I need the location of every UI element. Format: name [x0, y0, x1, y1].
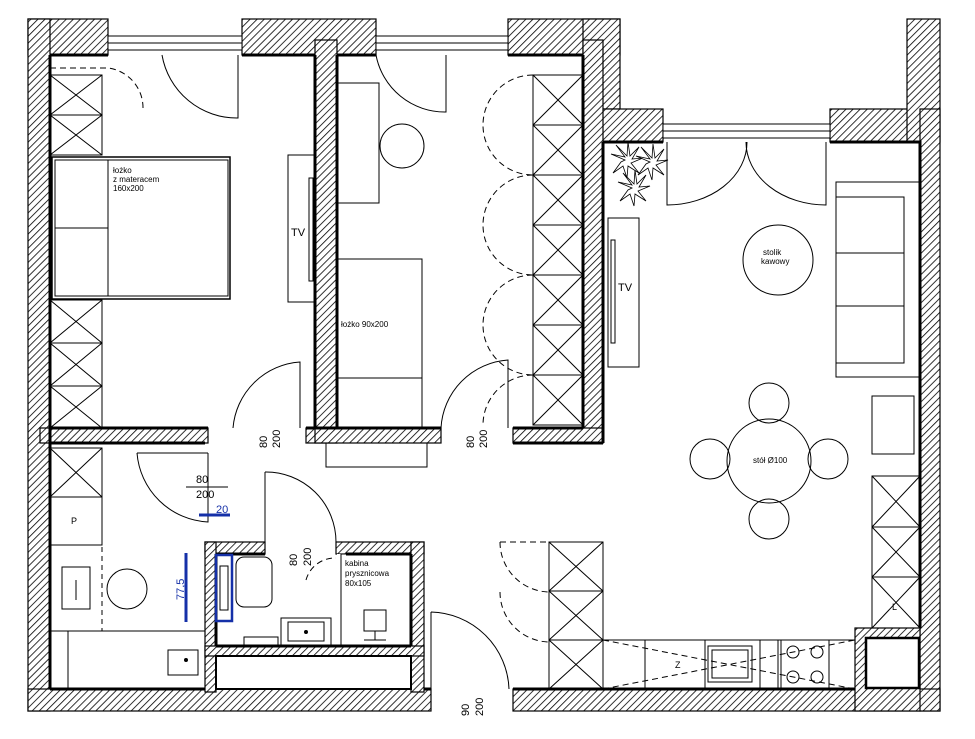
- wardrobe-mark: P: [71, 516, 77, 526]
- windows: [107, 35, 831, 139]
- dining-chair-right: [807, 438, 849, 480]
- dining-chair-bottom: [748, 498, 790, 540]
- dim-bedroom-h: 200: [271, 430, 283, 448]
- dim-hall-w: 80: [196, 474, 208, 486]
- dining-table: [726, 418, 812, 504]
- shower-label-line3: 80x105: [345, 579, 372, 588]
- wall-left: [27, 18, 51, 712]
- dim-entry-h: 200: [474, 698, 486, 716]
- bath-storage-box: [215, 655, 412, 690]
- bedroom-furniture: [49, 74, 316, 429]
- dim-kids-h: 200: [478, 430, 490, 448]
- bathroom-furniture: [214, 553, 412, 647]
- bed-label-line2: z materacem: [113, 175, 160, 184]
- wall-kids-bottom-left: [314, 427, 442, 444]
- dim-entry-w: 90: [460, 704, 472, 716]
- coffee-table: [742, 224, 814, 296]
- door-living-window-left: [666, 141, 748, 206]
- dim-bath-w: 80: [288, 554, 300, 566]
- dimension-labels: 80 200 80 200 80 200 80 200 90 200: [186, 430, 490, 716]
- wall-living-top-right: [829, 108, 911, 143]
- wall-bottom-left: [27, 688, 432, 712]
- toilet: [235, 556, 273, 608]
- sink: [707, 645, 753, 683]
- doors: [136, 54, 827, 690]
- dim-niche-length: 77,5: [175, 579, 187, 600]
- armchair: [871, 395, 915, 455]
- wall-kids-living: [582, 39, 604, 444]
- tv-stand-living: [607, 217, 640, 368]
- tv-stand-bedroom: [287, 154, 316, 303]
- dim-bedroom-w: 80: [258, 436, 270, 448]
- fridge-mark: L: [892, 602, 897, 612]
- blue-annotations: 20 77,5: [175, 504, 230, 622]
- kids-room-furniture: [325, 74, 584, 468]
- door-bedroom[interactable]: [232, 361, 301, 429]
- shower-label-line1: kabina: [345, 559, 369, 568]
- wall-kids-bottom-right: [512, 427, 604, 444]
- dining-chair-left: [689, 438, 731, 480]
- pouf: [106, 568, 148, 610]
- shower-label-line2: prysznicowa: [345, 569, 390, 578]
- wall-bath-right: [410, 541, 425, 693]
- door-kids[interactable]: [440, 359, 509, 429]
- double-bed: [51, 156, 231, 300]
- wall-bedroom-kids: [314, 39, 338, 441]
- wall-bedroom-bottom-left: [39, 427, 209, 444]
- dining-chair-top: [748, 382, 790, 424]
- hall-furniture: [49, 447, 206, 690]
- door-bath[interactable]: [264, 471, 337, 543]
- bed-label-line3: 160x200: [113, 184, 144, 193]
- single-bed: [336, 258, 423, 429]
- living-furniture: [548, 181, 921, 690]
- washing-machine: [167, 649, 199, 676]
- wall-bath-left: [204, 541, 217, 693]
- chair-kids: [379, 123, 425, 169]
- door-living-window-right: [745, 141, 827, 206]
- plant-icon: [610, 141, 669, 207]
- walls: [27, 18, 941, 712]
- counter-mark: Z: [675, 660, 681, 670]
- dim-bath-h: 200: [302, 548, 314, 566]
- dim-niche-depth: 20: [216, 504, 228, 516]
- coffee-table-label-line2: kawowy: [761, 257, 789, 266]
- door-entry[interactable]: [430, 611, 510, 690]
- tv-label-living: TV: [618, 282, 633, 294]
- wall-right: [919, 108, 941, 712]
- wc-cistern: [214, 553, 234, 623]
- bed-label-line1: łożko: [113, 166, 132, 175]
- column-void: [864, 636, 921, 690]
- door-swing-kids-window: [375, 54, 447, 113]
- washbasin: [280, 617, 332, 646]
- single-bed-label: łożko 90x200: [341, 320, 389, 329]
- door-swing-bedroom-window: [161, 54, 239, 119]
- dim-kids-w: 80: [465, 436, 477, 448]
- coffee-table-label-line1: stolik: [763, 248, 782, 257]
- sofa: [835, 181, 921, 378]
- dining-table-label: stół Ø100: [753, 456, 788, 465]
- wall-top-mid: [241, 18, 377, 56]
- wardrobe-swings: [50, 67, 550, 643]
- cooktop: [780, 639, 830, 690]
- shower-cabin: [340, 553, 412, 647]
- dim-hall-h: 200: [196, 489, 214, 501]
- door-hall[interactable]: [136, 452, 209, 523]
- desk: [336, 82, 380, 204]
- tv-label-bedroom: TV: [291, 227, 306, 239]
